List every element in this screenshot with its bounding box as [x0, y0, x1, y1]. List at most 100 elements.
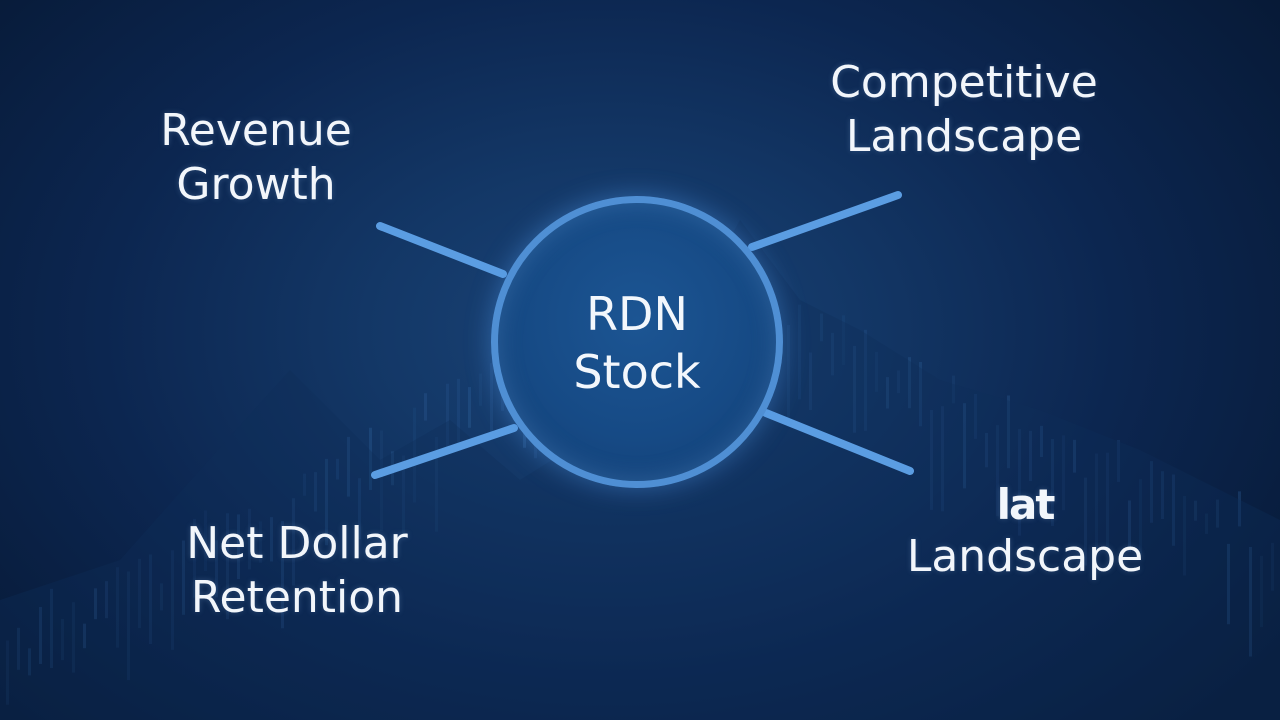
- background-candle: [1117, 439, 1120, 482]
- background-candle: [325, 458, 328, 546]
- background-candle: [94, 588, 97, 620]
- background-candle: [963, 403, 966, 489]
- node-revenue-growth-line2: Growth: [176, 159, 336, 210]
- background-candle: [1205, 513, 1208, 534]
- background-candle: [336, 458, 339, 480]
- background-candle: [182, 540, 185, 615]
- connector-net-dollar-retention: [371, 424, 518, 479]
- background-candle: [1161, 471, 1164, 520]
- node-net-dollar-retention-line1: Net Dollar: [186, 518, 408, 569]
- background-candle: [1106, 452, 1109, 553]
- background-candle: [39, 607, 42, 664]
- background-candle: [985, 432, 988, 468]
- background-candle: [974, 393, 977, 439]
- background-candle: [787, 324, 790, 427]
- background-candle: [1183, 495, 1186, 576]
- background-candle: [61, 618, 64, 661]
- background-candle: [1040, 425, 1043, 457]
- background-candle: [1172, 474, 1175, 546]
- background-candle: [1249, 547, 1252, 657]
- background-candle: [457, 378, 460, 443]
- background-candle: [886, 377, 889, 409]
- node-net-dollar-retention-line2: Retention: [190, 572, 404, 623]
- background-candle: [490, 363, 493, 440]
- background-candle: [479, 373, 482, 406]
- background-candle: [215, 540, 218, 598]
- background-candle: [50, 588, 53, 669]
- background-candle: [820, 313, 823, 342]
- node-landscape: lat Landscape: [860, 480, 1190, 584]
- background-candle: [919, 361, 922, 427]
- hub-circle: RDN Stock: [491, 196, 783, 488]
- background-candle: [413, 407, 416, 503]
- node-revenue-growth: Revenue Growth: [118, 104, 394, 212]
- connector-revenue-growth: [376, 222, 507, 278]
- background-candle: [875, 351, 878, 392]
- background-candle: [1095, 453, 1098, 552]
- background-candle: [435, 436, 438, 532]
- background-candle: [116, 567, 119, 648]
- node-competitive-landscape-line2: Landscape: [845, 111, 1083, 162]
- background-candle: [1150, 461, 1153, 523]
- background-candle: [842, 315, 845, 366]
- background-candle: [1018, 429, 1021, 536]
- background-candle: [358, 478, 361, 540]
- background-candle: [270, 517, 273, 562]
- background-candle: [446, 383, 449, 449]
- background-candle: [83, 623, 86, 649]
- background-candle: [237, 514, 240, 580]
- hub-label-line1: RDN: [586, 287, 688, 341]
- connector-competitive-landscape: [748, 191, 902, 251]
- node-competitive-landscape: Competitive Landscape: [772, 56, 1156, 164]
- background-candle: [314, 472, 317, 512]
- background-candle: [897, 370, 900, 394]
- background-candle: [853, 345, 856, 433]
- node-landscape-line1: lat: [996, 480, 1056, 529]
- hub-label-line2: Stock: [573, 345, 701, 399]
- background-candle: [1227, 543, 1230, 625]
- background-candle: [149, 554, 152, 645]
- background-candle: [248, 508, 251, 570]
- background-candle: [1216, 499, 1219, 528]
- background-candle: [831, 332, 834, 376]
- background-candle: [105, 581, 108, 619]
- background-candle: [798, 304, 801, 400]
- background-candle: [1238, 491, 1241, 527]
- background-candle: [72, 602, 75, 673]
- background-candle: [259, 521, 262, 563]
- background-candle: [369, 427, 372, 490]
- background-candle: [1139, 479, 1142, 555]
- background-candle: [809, 352, 812, 411]
- background-candle: [193, 518, 196, 598]
- background-candle: [1073, 439, 1076, 473]
- background-candle: [226, 513, 229, 620]
- background-candle: [1084, 477, 1087, 566]
- hub-label: RDN Stock: [498, 285, 776, 401]
- node-landscape-line2: Landscape: [906, 531, 1144, 582]
- background-candle: [292, 498, 295, 586]
- background-candle: [171, 550, 174, 650]
- background-candle: [941, 406, 944, 512]
- connector-landscape: [762, 409, 914, 475]
- node-revenue-growth-line1: Revenue: [160, 105, 352, 156]
- background-candle: [347, 436, 350, 497]
- background-candle: [17, 627, 20, 670]
- background-candle: [160, 583, 163, 611]
- background-candle: [380, 430, 383, 532]
- background-candle: [1029, 430, 1032, 482]
- background-candle: [204, 510, 207, 572]
- background-candle: [303, 473, 306, 496]
- background-candle: [402, 455, 405, 535]
- background-candle: [952, 375, 955, 404]
- node-competitive-landscape-line1: Competitive: [830, 57, 1098, 108]
- background-candle: [996, 425, 999, 517]
- background-candle: [468, 387, 471, 428]
- background-candle: [1260, 555, 1263, 628]
- background-candle: [1271, 542, 1274, 591]
- background-candle: [1051, 438, 1054, 526]
- background-candle: [1007, 395, 1010, 469]
- background-candle: [1062, 435, 1065, 511]
- background-candle: [1128, 500, 1131, 552]
